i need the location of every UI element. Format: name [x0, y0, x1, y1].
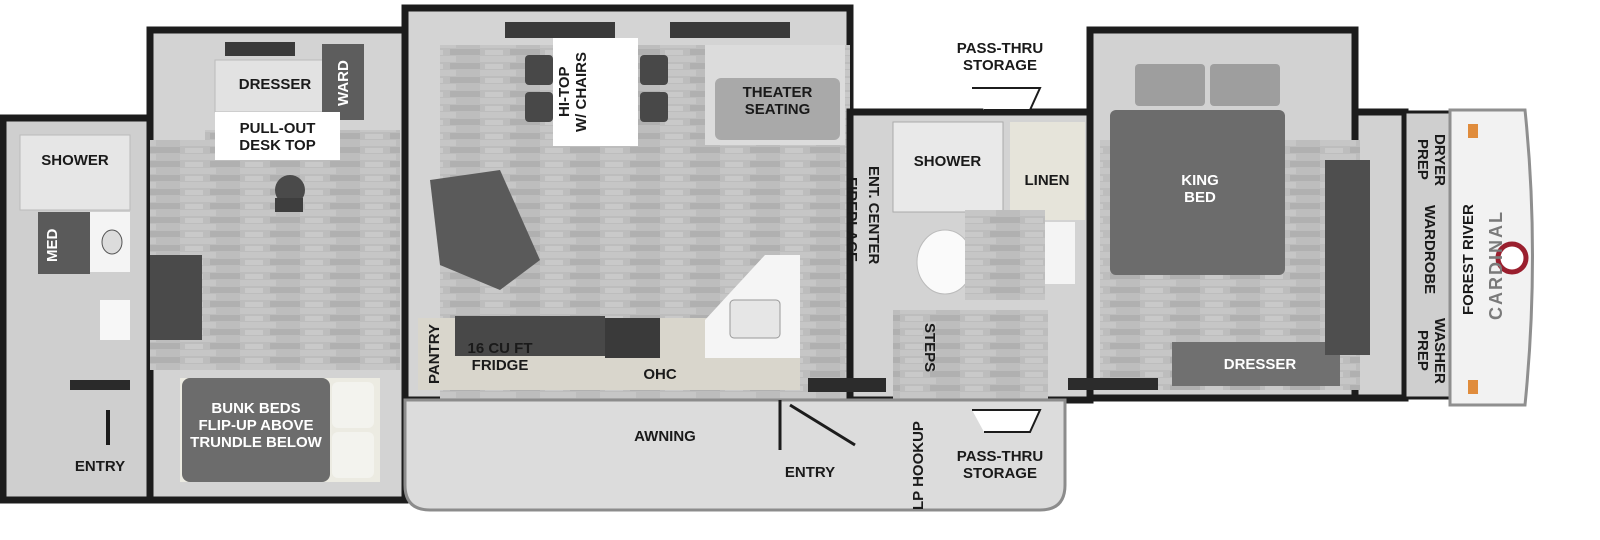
ward-label: WARD — [335, 60, 352, 106]
rear-section — [0, 26, 409, 504]
dresser-left-label: DRESSER — [238, 76, 312, 93]
med-label: MED — [44, 228, 61, 262]
awning-label: AWNING — [634, 428, 696, 445]
steps-label: STEPS — [921, 323, 938, 373]
lp-hookup-label: LP HOOKUP — [910, 421, 927, 510]
pantry-label: PANTRY — [426, 324, 443, 384]
entry-left-label: ENTRY — [74, 458, 126, 475]
entry-main-label: ENTRY — [784, 464, 836, 481]
linen-label: LINEN — [1024, 172, 1070, 189]
shower-right-label: SHOWER — [913, 153, 982, 170]
center-bath — [846, 108, 1094, 404]
ohc-label: OHC — [643, 366, 677, 383]
front-cap — [1448, 108, 1534, 407]
ent-center-label: ENT. CENTER — [865, 165, 882, 265]
fireplace-label: FIREPLACE — [843, 177, 860, 263]
awning-band — [403, 87, 1067, 512]
shower-left-label: SHOWER — [41, 152, 109, 169]
wardrobe-label: WARDROBE — [1421, 205, 1438, 295]
dresser-right-label: DRESSER — [1223, 356, 1297, 373]
cardinal-logo: CARDINAL — [1486, 210, 1506, 320]
forest-river-logo: FOREST RIVER — [1460, 204, 1477, 316]
front-bedroom — [1068, 26, 1452, 402]
living-section — [401, 4, 880, 404]
